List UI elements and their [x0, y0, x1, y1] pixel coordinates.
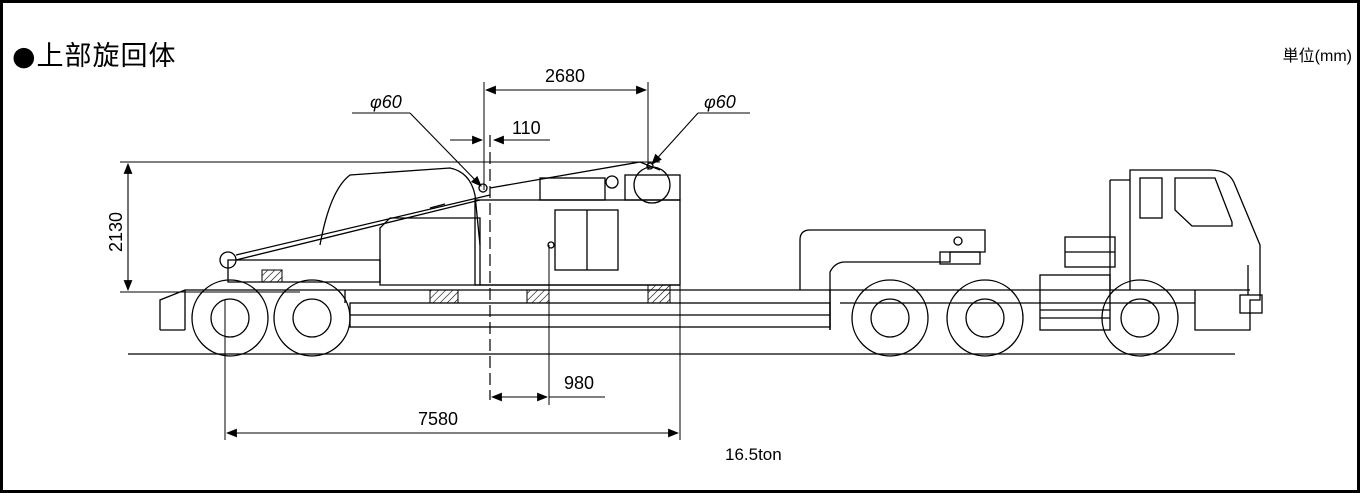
support-blocks	[261, 269, 671, 304]
unit-label: 単位(mm)	[1282, 48, 1352, 65]
dim-phi-right: φ60	[704, 92, 736, 112]
dim-7580: 7580	[418, 409, 458, 429]
dim-110: 110	[512, 118, 541, 138]
weight-label: 16.5ton	[725, 445, 782, 464]
dimension-lines	[123, 85, 750, 438]
dim-2680: 2680	[545, 66, 585, 86]
lowbed-trailer	[159, 229, 986, 331]
dim-phi-left: φ60	[370, 92, 402, 112]
upper-slewing-body	[219, 161, 681, 286]
trailer-wheels	[191, 279, 351, 357]
dim-980: 980	[564, 373, 594, 393]
drawing-title: ●上部旋回体	[12, 41, 177, 72]
extension-lines	[120, 82, 681, 440]
tractor-wheels	[851, 279, 1179, 357]
dim-2130: 2130	[106, 212, 126, 252]
tractor-truck	[829, 169, 1263, 331]
